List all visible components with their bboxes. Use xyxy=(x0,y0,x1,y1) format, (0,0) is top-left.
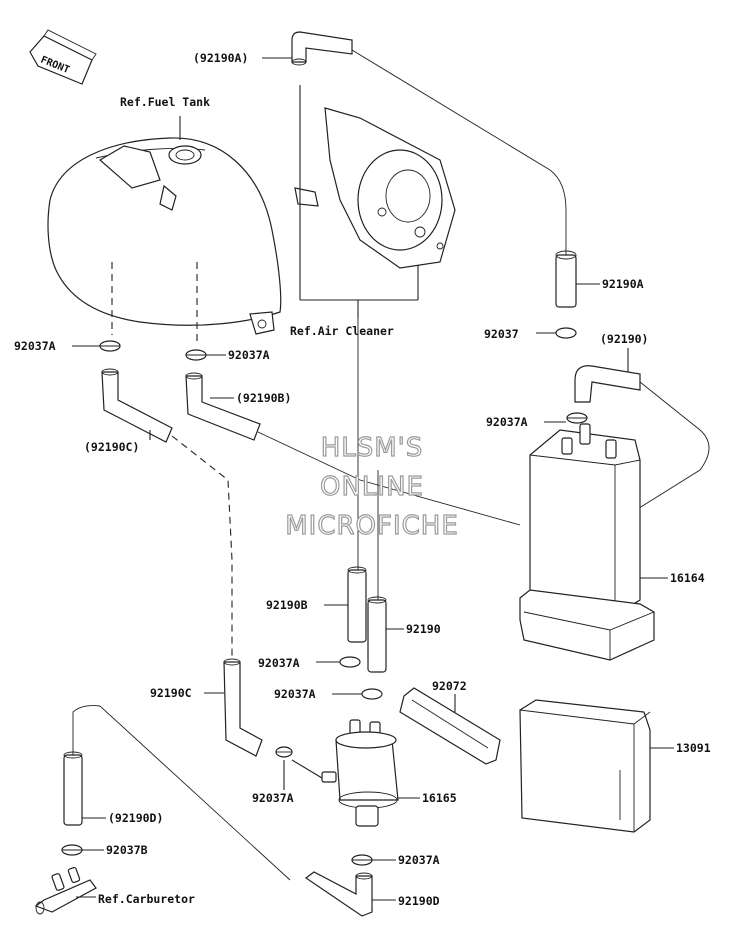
watermark: HLSM'S ONLINE MICROFICHE xyxy=(285,432,459,541)
label-16165[interactable]: 16165 xyxy=(422,791,457,805)
label-92037B[interactable]: 92037B xyxy=(106,843,148,857)
hose-92190C-top[interactable] xyxy=(101,368,173,443)
label-92037A-valve[interactable]: 92037A xyxy=(252,791,294,805)
front-arrow-badge: FRONT xyxy=(29,29,97,85)
label-92037A-low2[interactable]: 92037A xyxy=(274,687,316,701)
label-16164[interactable]: 16164 xyxy=(670,571,705,585)
clamp-92037A-low1[interactable] xyxy=(339,656,361,668)
label-92037A-mid[interactable]: 92037A xyxy=(228,348,270,362)
label-92190D[interactable]: 92190D xyxy=(398,894,440,908)
hose-92190C-lower[interactable] xyxy=(223,658,263,757)
label-92037A-bottom[interactable]: 92037A xyxy=(398,853,440,867)
label-92190B[interactable]: 92190B xyxy=(266,598,308,612)
watermark-line1: HLSM'S xyxy=(321,433,424,463)
label-92190C[interactable]: 92190C xyxy=(150,686,192,700)
clamp-92037A-mid[interactable] xyxy=(185,349,207,361)
hose-92190D-bottom[interactable] xyxy=(304,871,373,917)
clamp-92037A-bottom[interactable] xyxy=(351,854,373,866)
valve-16165[interactable] xyxy=(321,719,399,827)
label-92190A-top[interactable]: (92190A) xyxy=(193,51,248,65)
clamp-92037-right[interactable] xyxy=(555,327,577,339)
clamp-92037A-canister[interactable] xyxy=(566,412,588,424)
ref-carburetor-label: Ref.Carburetor xyxy=(98,892,195,906)
label-92190C-paren[interactable]: (92190C) xyxy=(84,440,139,454)
watermark-line3: MICROFICHE xyxy=(285,511,459,541)
hose-92190A-top[interactable] xyxy=(291,31,353,66)
hose-92190D-left[interactable] xyxy=(63,751,83,826)
fuel-tank-drawing xyxy=(47,116,282,335)
hose-92190B-vertical[interactable] xyxy=(347,566,367,643)
label-92190[interactable]: 92190 xyxy=(406,622,441,636)
label-92037A-low1[interactable]: 92037A xyxy=(258,656,300,670)
label-92037-right[interactable]: 92037 xyxy=(484,327,519,341)
canister-16164[interactable] xyxy=(519,423,655,661)
label-92190-paren[interactable]: (92190) xyxy=(600,332,648,346)
ref-air-cleaner-label: Ref.Air Cleaner xyxy=(290,324,394,338)
clamp-92037A-valve[interactable] xyxy=(275,746,293,758)
clamp-92037A-low2[interactable] xyxy=(361,688,383,700)
label-92190B-paren[interactable]: (92190B) xyxy=(236,391,291,405)
air-cleaner-drawing xyxy=(294,85,456,318)
label-92190A-right[interactable]: 92190A xyxy=(602,277,644,291)
bracket-92072[interactable] xyxy=(399,687,501,765)
watermark-line2: ONLINE xyxy=(320,472,424,502)
label-92190D-paren[interactable]: (92190D) xyxy=(108,811,163,825)
hose-92190B-top[interactable] xyxy=(185,372,261,441)
carburetor-fitting xyxy=(34,867,97,915)
clamp-92037A-left[interactable] xyxy=(99,340,121,352)
holder-13091[interactable] xyxy=(519,699,651,833)
hose-92190A-right[interactable] xyxy=(555,250,577,308)
label-92037A-canister[interactable]: 92037A xyxy=(486,415,528,429)
label-92072[interactable]: 92072 xyxy=(432,679,467,693)
hose-92190-vertical[interactable] xyxy=(367,596,387,673)
clamp-92037B[interactable] xyxy=(61,844,83,856)
label-13091[interactable]: 13091 xyxy=(676,741,711,755)
ref-fuel-tank-label: Ref.Fuel Tank xyxy=(120,95,210,109)
hose-92190-right[interactable] xyxy=(574,365,641,403)
label-92037A-left[interactable]: 92037A xyxy=(14,339,56,353)
